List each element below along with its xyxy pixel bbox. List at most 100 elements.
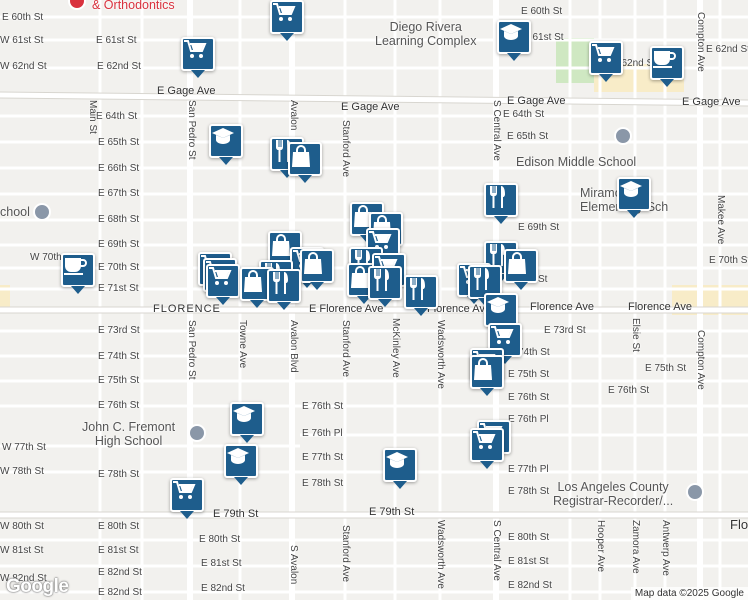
street-label: E 60th St bbox=[521, 6, 563, 17]
street-label: E 73rd St bbox=[98, 325, 140, 336]
map-marker-cafe[interactable] bbox=[61, 253, 95, 294]
map-marker-school[interactable] bbox=[617, 177, 651, 218]
street-label: E 74th St bbox=[98, 351, 140, 362]
poi-orthodontics[interactable]: & Orthodontics bbox=[92, 0, 175, 12]
bag-icon bbox=[508, 252, 526, 274]
street-label: Compton Ave bbox=[695, 12, 706, 72]
map-marker-fork[interactable] bbox=[404, 275, 438, 316]
street-label: E Gage Ave bbox=[341, 101, 400, 113]
street-label: E 76th Pl bbox=[302, 428, 343, 439]
street-label: E 82nd St bbox=[508, 580, 552, 591]
street-label: E 80th St bbox=[199, 534, 241, 545]
park-area bbox=[556, 38, 594, 83]
cafe-icon bbox=[653, 51, 676, 68]
government-icon[interactable] bbox=[686, 483, 704, 501]
poi-edison-middle-school[interactable]: Edison Middle School bbox=[516, 155, 637, 169]
map-marker-bag[interactable] bbox=[470, 355, 504, 396]
street-label: E 80th St bbox=[98, 521, 140, 532]
street-label: E 73rd St bbox=[544, 325, 586, 336]
map-marker-school[interactable] bbox=[224, 444, 258, 485]
street-label: E 78th St bbox=[98, 469, 140, 480]
street-label: Makee Ave bbox=[715, 195, 726, 245]
street-label: E 75th St bbox=[508, 369, 550, 380]
street-label: Towne Ave bbox=[237, 320, 248, 369]
street-label: Florence Ave bbox=[530, 301, 595, 313]
map-marker-bag[interactable] bbox=[288, 142, 322, 183]
street-label: FLORENCE bbox=[153, 303, 221, 315]
poi-registrar-recorder[interactable]: Los Angeles County Registrar-Recorder/..… bbox=[553, 480, 674, 509]
poi-fremont-high[interactable]: John C. Fremont High School bbox=[82, 420, 176, 449]
street-label: Wadsworth Ave bbox=[435, 520, 446, 589]
street-label: E 79th St bbox=[369, 506, 415, 518]
street-label: E 61st St bbox=[523, 32, 564, 43]
street-label: Avalon bbox=[288, 100, 299, 131]
bag-icon bbox=[351, 266, 369, 288]
school-icon[interactable] bbox=[33, 203, 51, 221]
map-marker-cafe[interactable] bbox=[650, 46, 684, 87]
street-label: E 76th St bbox=[98, 400, 140, 411]
poi-school-west[interactable]: chool bbox=[0, 205, 30, 219]
map-marker-fork[interactable] bbox=[484, 183, 518, 224]
bag-icon bbox=[304, 252, 322, 274]
map-marker-school[interactable] bbox=[484, 293, 518, 334]
map-marker-bag[interactable] bbox=[300, 249, 334, 290]
poi-diego-rivera[interactable]: Diego Rivera Learning Complex bbox=[375, 20, 477, 49]
street-label: E 76th St bbox=[608, 385, 650, 396]
school-icon[interactable] bbox=[614, 127, 632, 145]
school-icon bbox=[620, 181, 642, 197]
street-label: E 69th St bbox=[98, 239, 140, 250]
street-label: E 78th St bbox=[508, 486, 550, 497]
bag-icon bbox=[474, 358, 492, 380]
street-label: E 62nd St bbox=[97, 61, 141, 72]
street-label: W 77th St bbox=[2, 442, 46, 453]
map-marker-bag[interactable] bbox=[504, 249, 538, 290]
street-label: E 67th St bbox=[98, 188, 140, 199]
street-label: E 70th St bbox=[98, 262, 140, 273]
street-label: E 82nd St bbox=[201, 583, 245, 594]
street-label: E Gage Ave bbox=[507, 95, 566, 107]
map-marker-cart[interactable] bbox=[170, 478, 204, 519]
cart-icon bbox=[369, 231, 392, 249]
map-marker-school[interactable] bbox=[383, 448, 417, 489]
street-label: E 75th St bbox=[645, 363, 687, 374]
street-label: S Avalon bbox=[288, 545, 299, 585]
map-marker-fork[interactable] bbox=[267, 269, 301, 310]
map-marker-cart[interactable] bbox=[181, 37, 215, 78]
street-label: W 70th St bbox=[30, 252, 74, 263]
street-label: Elsie St bbox=[630, 318, 641, 352]
medical-icon[interactable] bbox=[68, 0, 86, 10]
street-label: McKinley Ave bbox=[390, 318, 401, 378]
street-label: E 81st St bbox=[508, 556, 549, 567]
map-marker-cart[interactable] bbox=[270, 0, 304, 41]
map-marker-school[interactable] bbox=[230, 402, 264, 443]
street-label: Compton Ave bbox=[695, 330, 706, 390]
street-label: E 78th St bbox=[302, 478, 344, 489]
street-label: E 62nd St bbox=[706, 44, 748, 55]
map-marker-fork[interactable] bbox=[368, 266, 402, 307]
school-icon bbox=[227, 448, 249, 464]
street-label: E 82nd St bbox=[98, 587, 142, 598]
map-marker-cart[interactable] bbox=[206, 264, 240, 305]
street-label: E 60th St bbox=[2, 12, 44, 23]
street-label: W 62nd St bbox=[0, 61, 47, 72]
school-icon[interactable] bbox=[188, 424, 206, 442]
street-label: Wadsworth Ave bbox=[435, 320, 446, 389]
street-label: W 82nd St bbox=[0, 573, 47, 584]
cart-icon bbox=[273, 3, 296, 21]
bag-icon bbox=[292, 145, 310, 167]
street-label: W 81st St bbox=[0, 545, 44, 556]
street-label: E 79th St bbox=[213, 508, 259, 520]
street-label: E 82nd St bbox=[98, 567, 142, 578]
map-marker-cart[interactable] bbox=[470, 428, 504, 469]
map-marker-school[interactable] bbox=[497, 20, 531, 61]
map-marker-cart[interactable] bbox=[589, 41, 623, 82]
street-label: E 71st St bbox=[98, 283, 139, 294]
bag-icon bbox=[354, 205, 372, 227]
street-label: E Gage Ave bbox=[157, 85, 216, 97]
street-label: W 80th St bbox=[0, 521, 44, 532]
map-marker-school[interactable] bbox=[209, 124, 243, 165]
bag-icon bbox=[244, 270, 262, 292]
street-label: E 77th Pl bbox=[508, 464, 549, 475]
street-label: E 66th St bbox=[98, 163, 140, 174]
